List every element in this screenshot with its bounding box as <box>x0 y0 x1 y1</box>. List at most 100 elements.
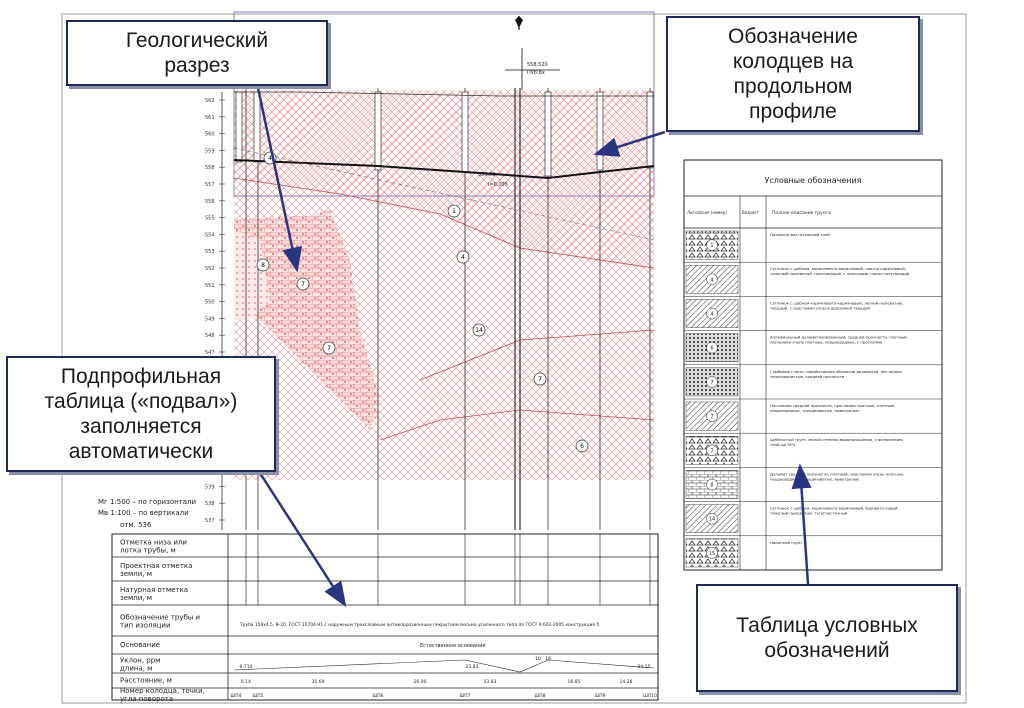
legend-desc: Суглинок с щебнем, коричневато-коричневы… <box>770 266 910 276</box>
callout-line: Подпрофильная <box>60 365 222 388</box>
layer-marker-label: 6 <box>580 443 584 450</box>
layer-marker-label: 8 <box>261 262 265 269</box>
legend-desc: Доломит средней прочности, плотный, прос… <box>770 471 904 481</box>
scale-horizontal: Мг 1:500 – по горизонтали <box>98 498 196 506</box>
pipe-text: Труба 159х4.5, В-20, ГОСТ 10704-91 с нар… <box>239 621 600 628</box>
basement-row-label: Основание <box>120 641 160 649</box>
well-number: ШП10 <box>643 693 657 699</box>
well-marker <box>544 91 552 177</box>
callout-basement: Подпрофильная таблица («подвал») заполня… <box>6 356 276 472</box>
brick-layer-7b <box>290 310 380 420</box>
basement-row-label: земли, м <box>120 594 152 602</box>
distance-value: 6.14 <box>241 679 251 685</box>
well-number: ШП8 <box>534 693 545 699</box>
legend-num-circle <box>706 273 718 286</box>
elevation-label: 555 <box>205 216 215 222</box>
legend-num: 1 <box>710 243 713 249</box>
distance-value: 26.00 <box>414 679 427 685</box>
legend-num: 7 <box>710 448 713 454</box>
elevation-label: 552 <box>205 266 215 272</box>
callout-line: Геологический <box>125 29 269 52</box>
distance-value: 23.83 <box>484 679 497 685</box>
legend-desc: Песчаники средней прочности, прослоями п… <box>770 403 895 413</box>
elevation-label: 556 <box>205 199 215 205</box>
legend-num: 6 <box>710 346 713 352</box>
well-marker <box>374 91 382 171</box>
scale-reference: отм. 536 <box>120 521 152 529</box>
distance-value: 14.28 <box>620 679 633 685</box>
well-number: ШП7 <box>459 693 470 699</box>
well-marker <box>646 91 654 169</box>
scale-vertical: Мв 1:100 – по вертикали <box>98 509 189 517</box>
legend-num-circle <box>706 341 718 354</box>
elevation-label: 560 <box>205 132 215 138</box>
ground-line <box>234 91 654 97</box>
legend-table: Условные обозначения Литология (номер) В… <box>683 159 943 571</box>
legend-desc: Щебнистый грунт, малой степени водонасыщ… <box>770 437 903 447</box>
elevation-label: 554 <box>205 232 215 238</box>
layer-boundary <box>233 177 655 269</box>
callout-line: профиле <box>749 100 837 123</box>
legend-num: 14 <box>709 517 715 523</box>
layer-marker <box>575 439 589 453</box>
legend-num: 4 <box>710 277 713 283</box>
elevation-label: 548 <box>205 333 215 339</box>
layer-marker <box>447 204 461 218</box>
callout-wells: Обозначение колодцев на продольном профи… <box>666 16 920 132</box>
elevation-label: 558 <box>205 165 215 171</box>
basement-row-label: лотка трубы, м <box>120 547 176 555</box>
dashed-line <box>233 147 655 241</box>
top-mark: 558,520 <box>527 62 548 68</box>
callout-geo-section: Геологический разрез <box>66 20 328 86</box>
legend-num: 7 <box>710 380 713 386</box>
basement-frame <box>111 533 659 701</box>
callout-line: Таблица условных <box>736 614 918 637</box>
basement-row-label: Расстояние, м <box>120 677 172 685</box>
elevation-label: 561 <box>205 115 215 121</box>
legend-num-circle <box>706 410 718 422</box>
legend-num: 8 <box>710 483 713 489</box>
top-mark-2: ПУ8:8х <box>527 70 545 76</box>
elevation-label: 547 <box>205 350 215 356</box>
well-marker <box>461 91 469 173</box>
layer-marker <box>256 258 270 272</box>
pipe-profile-line <box>233 159 655 180</box>
callout-legend: Таблица условных обозначений <box>696 584 958 692</box>
legend-desc: Суглинок с щебнем коричневато-коричневый… <box>770 300 903 310</box>
legend-header: Полное описание грунта <box>772 210 831 216</box>
well-number: ШП6 <box>372 693 383 699</box>
brick-layer-8 <box>234 230 270 320</box>
layer-marker <box>296 277 310 291</box>
basement-row-label: длина, м <box>120 665 152 673</box>
callout-line: заполняется <box>80 415 202 438</box>
well-number: ШП4 <box>230 693 241 699</box>
callout-arrow-wells <box>593 130 666 157</box>
well-marker <box>596 91 604 171</box>
layer-boundary-3 <box>379 409 655 441</box>
slope-value: 6.714 <box>240 664 253 670</box>
layer-marker-label: 7 <box>301 281 305 288</box>
distance-value: 35.69 <box>312 679 325 685</box>
callout-line: автоматически <box>68 440 214 463</box>
basement-row-label: Натурная отметка <box>120 586 188 594</box>
slope-value: 23.83 <box>466 664 479 670</box>
basement-row-label: Отметка низа или <box>120 539 187 547</box>
well-marker <box>253 91 261 163</box>
legend-desc: Суглинок с щебнем, коричневато-коричневы… <box>770 506 899 516</box>
basement-row-label: тип изоляции <box>120 622 171 630</box>
elevation-label: 538 <box>205 501 215 507</box>
callout-line: продольном <box>733 75 853 98</box>
legend-swatch <box>685 401 739 431</box>
layer-marker-label: 7 <box>327 345 331 352</box>
lower-layer <box>420 330 654 480</box>
layer-marker <box>456 250 470 264</box>
profile-level-label-2: i=0,005 <box>488 182 508 188</box>
callout-arrow-legend <box>791 463 812 585</box>
layer-marker-label: 7 <box>538 376 542 383</box>
elevation-label: 562 <box>205 98 215 104</box>
elevation-label: 551 <box>205 283 215 289</box>
legend-num: 4 <box>710 312 713 318</box>
profile-level-label: 556.58 <box>478 172 496 178</box>
basement-row-label: Проектная отметка <box>120 562 192 570</box>
